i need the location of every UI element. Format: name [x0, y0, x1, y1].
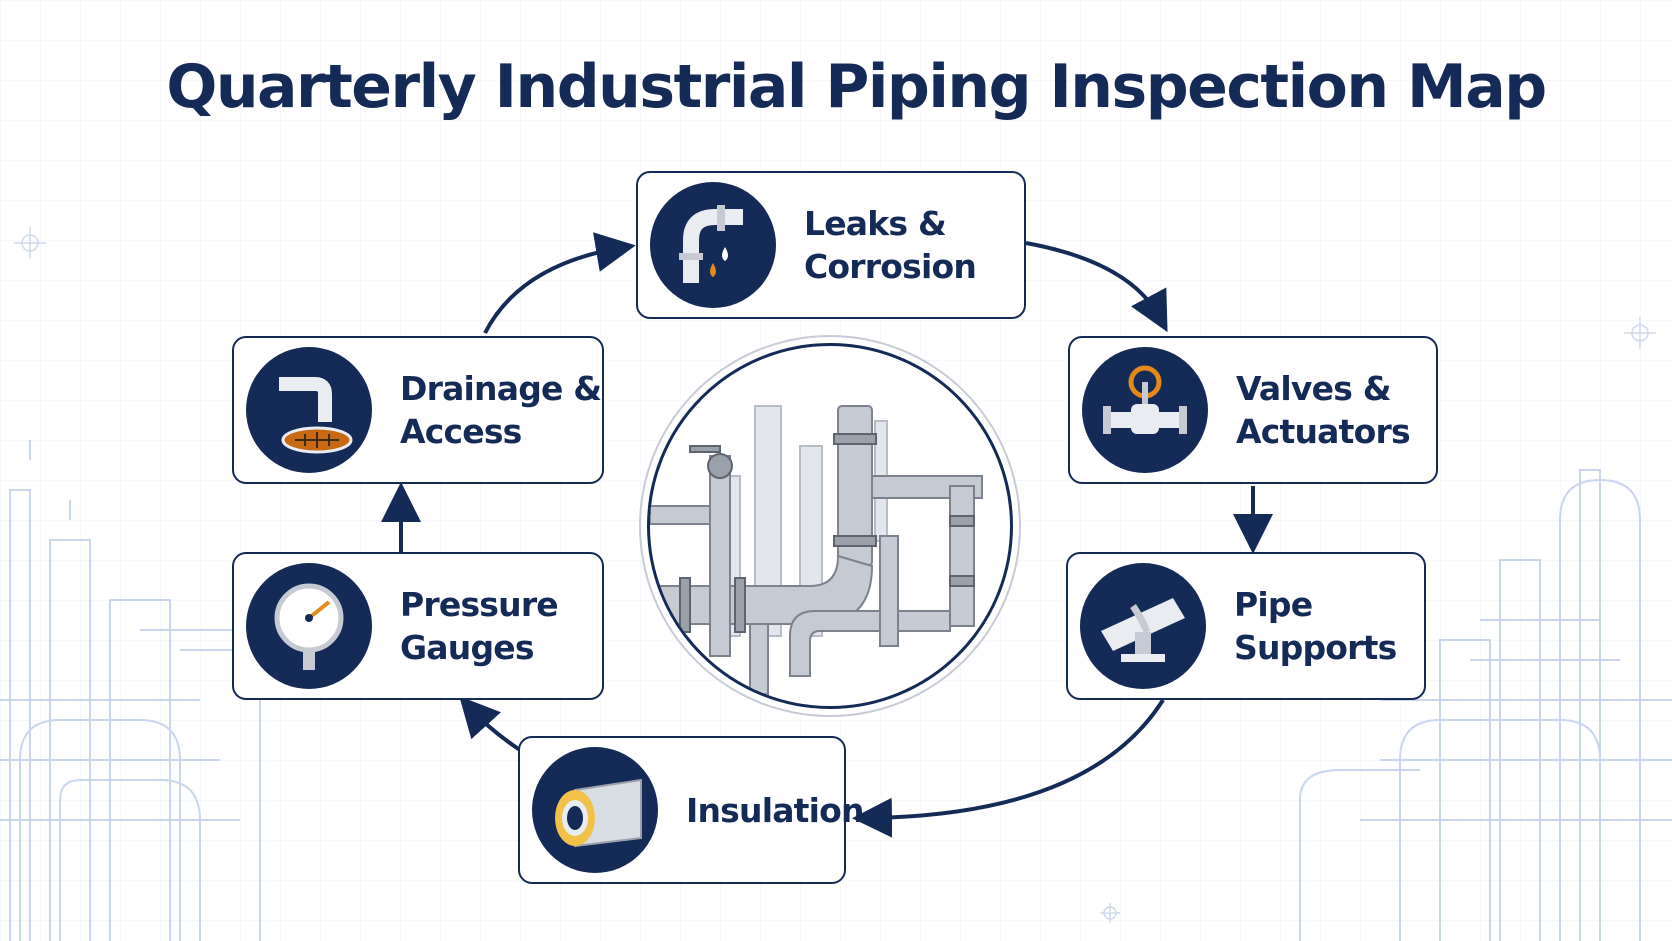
node-label: Valves & Actuators — [1236, 369, 1411, 451]
pipe-support-clamp-icon — [1080, 563, 1206, 689]
page-title: Quarterly Industrial Piping Inspection M… — [166, 52, 1547, 122]
drain-grate-icon — [246, 347, 372, 473]
arrow-supports-to-insulation — [852, 698, 1165, 838]
node-pressure-gauges: Pressure Gauges — [232, 552, 604, 700]
arrow-drainage-to-leaks — [483, 232, 636, 334]
node-label: Insulation — [686, 790, 865, 830]
leaking-pipe-elbow-icon — [650, 182, 776, 308]
node-label: Drainage & Access — [400, 369, 602, 451]
node-label: Pressure Gauges — [400, 585, 559, 667]
node-leaks-corrosion: Leaks & Corrosion — [636, 171, 1026, 319]
arrow-insulation-to-gauges — [459, 696, 522, 752]
pipe-network-illustration — [650, 405, 983, 695]
gate-valve-icon — [1082, 347, 1208, 473]
node-pipe-supports: Pipe Supports — [1066, 552, 1426, 700]
node-valves-actuators: Valves & Actuators — [1068, 336, 1438, 484]
node-drainage-access: Drainage & Access — [232, 336, 604, 484]
node-insulation: Insulation — [518, 736, 865, 884]
node-label: Pipe Supports — [1234, 585, 1397, 667]
center-pipe-illustration — [647, 343, 1013, 709]
pressure-gauge-icon — [246, 563, 372, 689]
insulated-pipe-icon — [532, 747, 658, 873]
node-label: Leaks & Corrosion — [804, 204, 977, 286]
arrow-leaks-to-valves — [1025, 241, 1168, 333]
